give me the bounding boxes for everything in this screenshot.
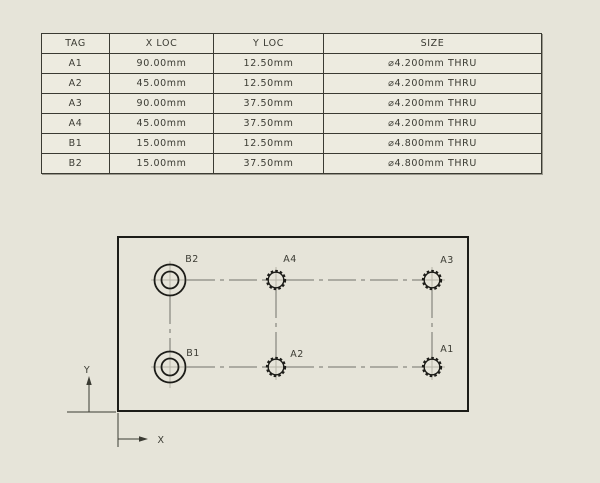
hole-label-a3: A3	[440, 255, 454, 266]
hole-a2-thread-circle	[265, 356, 287, 378]
hole-b1-outer-circle	[153, 350, 187, 384]
datum-origin: Y X	[67, 365, 164, 447]
table-row-b2: B2 15.00mm 37.50mm ⌀4.800mm THRU	[41, 153, 542, 174]
table-row-a4: A4 45.00mm 37.50mm ⌀4.200mm THRU	[41, 113, 542, 134]
hole-label-a4: A4	[283, 254, 297, 265]
hole-label-a1: A1	[440, 344, 454, 355]
hole-labels: B2 A4 A3 B1 A2 A1	[185, 254, 454, 360]
cell-yloc: 37.50mm	[213, 153, 324, 174]
hole-a4-thread-circle	[265, 269, 287, 291]
table-row-a3: A3 90.00mm 37.50mm ⌀4.200mm THRU	[41, 93, 542, 114]
table-row-b1: B1 15.00mm 12.50mm ⌀4.800mm THRU	[41, 133, 542, 154]
center-mark-b2	[151, 261, 199, 303]
x-axis-label: X	[157, 435, 164, 446]
hole-label-b2: B2	[185, 254, 199, 265]
hole-a4-circle	[267, 271, 285, 289]
hole-b2-outer-circle	[153, 263, 187, 297]
y-axis-arrow-icon	[86, 376, 92, 385]
part-outline	[117, 236, 469, 412]
centerlines	[169, 279, 433, 368]
hole-b2-inner-circle	[160, 270, 180, 290]
hole-a1-thread-circle	[421, 356, 443, 378]
a-holes	[265, 269, 443, 378]
hole-a3-thread-circle	[421, 269, 443, 291]
hole-a1-circle	[423, 358, 441, 376]
hole-b1-inner-circle	[160, 357, 180, 377]
y-axis-label: Y	[83, 365, 90, 376]
x-axis-arrow-icon	[139, 436, 148, 442]
b-holes	[153, 263, 187, 384]
hole-a2-circle	[267, 358, 285, 376]
table-row-a2: A2 45.00mm 12.50mm ⌀4.200mm THRU	[41, 73, 542, 94]
hole-a3-circle	[423, 271, 441, 289]
cell-size: ⌀4.800mm THRU	[323, 153, 542, 174]
hole-table: TAG X LOC Y LOC SIZE A1 90.00mm 12.50mm …	[41, 33, 542, 174]
hole-label-a2: A2	[290, 349, 304, 360]
hole-label-b1: B1	[186, 348, 200, 359]
